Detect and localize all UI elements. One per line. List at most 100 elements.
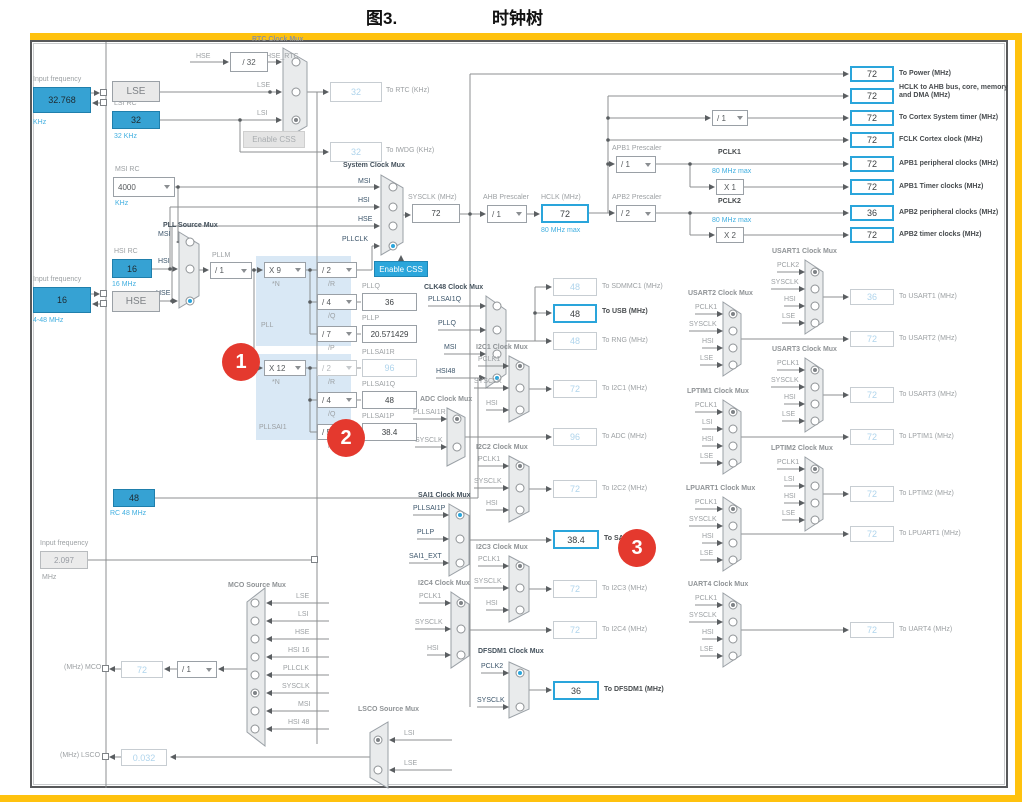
mux-radio[interactable]	[810, 399, 820, 409]
mux-radio[interactable]	[810, 301, 820, 311]
mux-radio[interactable]	[492, 325, 502, 335]
pllsai1q-select[interactable]: / 4	[317, 392, 357, 408]
rc48-value[interactable]: 48	[113, 489, 155, 507]
mux-radio[interactable]	[456, 650, 466, 660]
mux-radio[interactable]	[728, 343, 738, 353]
mux-shape	[508, 661, 530, 719]
pllm-select[interactable]: / 1	[210, 262, 252, 279]
hclk-value[interactable]: 72	[541, 204, 589, 223]
mux-radio[interactable]	[455, 558, 465, 568]
pllsai1n-select[interactable]: X 12	[264, 360, 306, 376]
mux-radio[interactable]	[373, 765, 383, 775]
mux-radio[interactable]	[810, 498, 820, 508]
mux-radio[interactable]	[728, 555, 738, 565]
mux-radio[interactable]	[728, 651, 738, 661]
msi-rc-select[interactable]: 4000	[113, 177, 175, 197]
mux-radio[interactable]	[810, 481, 820, 491]
mux-radio[interactable]	[515, 505, 525, 515]
mux-radio[interactable]	[388, 221, 398, 231]
enable-css-sys-button[interactable]: Enable CSS	[374, 261, 428, 277]
mux-radio[interactable]	[250, 616, 260, 626]
plln-select[interactable]: X 9	[264, 262, 306, 278]
mux-shape	[804, 456, 824, 532]
mux-radio[interactable]	[728, 617, 738, 627]
lpuart1-value: 72	[850, 526, 894, 542]
mux-radio[interactable]	[291, 57, 301, 67]
apb1-timer-mult: X 1	[716, 179, 744, 195]
mux-radio[interactable]	[810, 382, 820, 392]
mux-radio[interactable]	[250, 706, 260, 716]
mux-radio[interactable]	[728, 458, 738, 468]
apb2-prescaler-select[interactable]: / 2	[616, 205, 656, 222]
lse-input-frequency[interactable]: 32.768	[33, 87, 91, 113]
mux-radio[interactable]	[515, 483, 525, 493]
msi-input-frequency: 2.097	[40, 551, 88, 569]
mux-radio[interactable]	[728, 360, 738, 370]
pllq-value[interactable]: 36	[362, 293, 417, 311]
lsi-rc-value[interactable]: 32	[112, 111, 160, 129]
dfsdm1-value[interactable]: 36	[553, 681, 599, 700]
sai1-value[interactable]: 38.4	[553, 530, 599, 549]
sysclk-value[interactable]: 72	[412, 204, 460, 223]
mux-radio[interactable]	[455, 534, 465, 544]
mux-radio[interactable]	[728, 634, 738, 644]
mux-radio[interactable]	[388, 202, 398, 212]
mux-radio[interactable]	[388, 182, 398, 192]
mux-title: UART4 Clock Mux	[688, 581, 749, 588]
hse-box[interactable]: HSE	[112, 291, 160, 312]
mux-radio[interactable]	[291, 87, 301, 97]
mux-radio[interactable]	[492, 349, 502, 359]
pllp-select[interactable]: / 7	[317, 326, 357, 342]
mux-radio[interactable]	[728, 521, 738, 531]
mux-radio[interactable]	[515, 405, 525, 415]
pllq-select[interactable]: / 4	[317, 294, 357, 310]
mux-radio[interactable]	[185, 264, 195, 274]
label: To Power (MHz)	[899, 70, 951, 77]
hclk-ahb-value[interactable]: 72	[850, 88, 894, 104]
hsi-rc-value[interactable]: 16	[112, 259, 152, 278]
usart2-value: 72	[850, 331, 894, 347]
mco-div-select[interactable]: / 1	[177, 661, 217, 678]
mux-radio[interactable]	[250, 724, 260, 734]
apb1-periph-value[interactable]: 72	[850, 156, 894, 172]
mux-radio[interactable]	[515, 702, 525, 712]
apb1-timer-value[interactable]: 72	[850, 179, 894, 195]
mux-radio[interactable]	[728, 424, 738, 434]
pllsai1p-value[interactable]: 38.4	[362, 423, 417, 441]
mux-radio[interactable]	[250, 598, 260, 608]
apb1-prescaler-select[interactable]: / 1	[616, 156, 656, 173]
mux-radio[interactable]	[456, 624, 466, 634]
mux-shape	[246, 586, 266, 748]
cortex-timer-value[interactable]: 72	[850, 110, 894, 126]
pllp-value[interactable]: 20.571429	[362, 325, 417, 343]
mux-radio[interactable]	[492, 301, 502, 311]
ahb-prescaler-select[interactable]: / 1	[487, 205, 527, 223]
apb2-periph-value[interactable]: 36	[850, 205, 894, 221]
mux-radio[interactable]	[185, 237, 195, 247]
mux-radio[interactable]	[250, 652, 260, 662]
cortex-prescaler-select[interactable]: / 1	[712, 110, 748, 126]
mux-title: USART3 Clock Mux	[772, 346, 837, 353]
apb2-timer-value[interactable]: 72	[850, 227, 894, 243]
mux-radio[interactable]	[515, 583, 525, 593]
hse-input-frequency[interactable]: 16	[33, 287, 91, 313]
mux-radio[interactable]	[728, 326, 738, 336]
mux-radio[interactable]	[728, 538, 738, 548]
mux-radio[interactable]	[250, 634, 260, 644]
mux-radio[interactable]	[515, 605, 525, 615]
usb-value[interactable]: 48	[553, 304, 597, 323]
mux-radio[interactable]	[452, 442, 462, 452]
mux-radio[interactable]	[810, 515, 820, 525]
mux-radio[interactable]	[250, 670, 260, 680]
mux-radio[interactable]	[515, 383, 525, 393]
mux-radio[interactable]	[810, 284, 820, 294]
wire-junction	[606, 162, 610, 166]
lse-box[interactable]: LSE	[112, 81, 160, 102]
mux-radio[interactable]	[728, 441, 738, 451]
mux-radio[interactable]	[810, 416, 820, 426]
fclk-value[interactable]: 72	[850, 132, 894, 148]
mux-radio[interactable]	[810, 318, 820, 328]
pllsai1q-value[interactable]: 48	[362, 391, 417, 409]
pllr-select[interactable]: / 2	[317, 262, 357, 278]
power-clock-value[interactable]: 72	[850, 66, 894, 82]
